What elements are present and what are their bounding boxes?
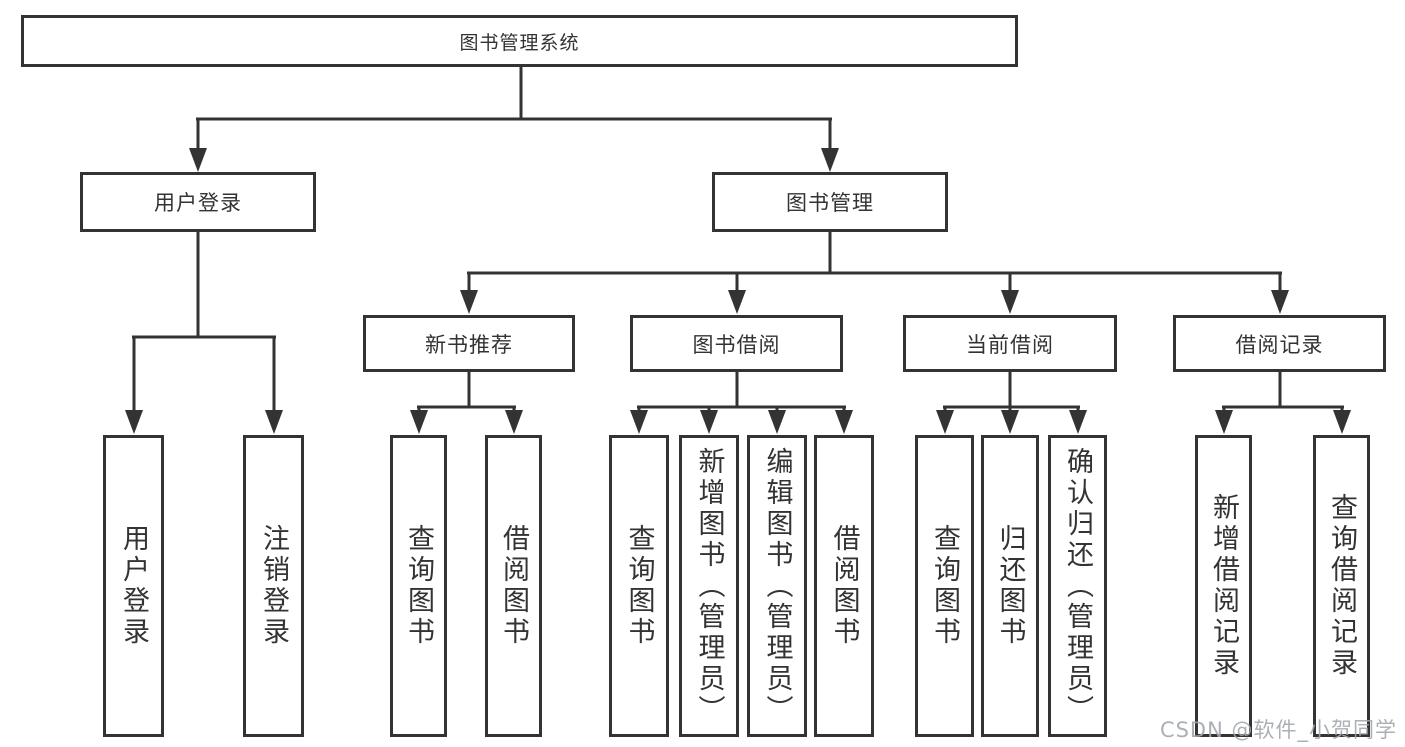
node-user-login-label: 用户登录 [154,191,242,215]
node-borrowing-records: 借阅记录 [1173,315,1386,372]
leaf-logout: 注销登录 [243,435,304,737]
node-book-borrowing-label: 图书借阅 [692,332,781,357]
node-book-management: 图书管理 [712,172,948,232]
leaf-bb-query-books-label: 查询图书 [623,524,655,648]
leaf-bb-add-books-admin-label: 新增图书（管理员） [693,446,725,726]
node-new-book-recommendation: 新书推荐 [363,315,575,372]
node-borrowing-records-label: 借阅记录 [1235,332,1324,357]
node-current-borrowing-label: 当前借阅 [966,332,1054,357]
leaf-br-add-record: 新增借阅记录 [1195,435,1252,737]
node-book-management-label: 图书管理 [786,191,874,215]
leaf-cb-confirm-return-admin: 确认归还（管理员） [1048,435,1107,737]
leaf-br-add-record-label: 新增借阅记录 [1208,493,1239,679]
csdn-watermark: CSDN @软件_小贺同学 [1159,718,1397,742]
leaf-cb-return-books: 归还图书 [981,435,1039,737]
node-root: 图书管理系统 [21,15,1018,67]
leaf-bb-edit-books-admin: 编辑图书（管理员） [747,435,807,737]
leaf-bb-add-books-admin: 新增图书（管理员） [679,435,739,737]
leaf-cb-confirm-return-admin-label: 确认归还（管理员） [1062,446,1093,726]
leaf-bb-edit-books-admin-label: 编辑图书（管理员） [761,446,793,726]
node-root-label: 图书管理系统 [459,31,580,54]
leaf-cb-return-books-label: 归还图书 [994,524,1026,648]
leaf-logout-label: 注销登录 [258,524,289,648]
leaf-rec-borrow-books: 借阅图书 [485,435,542,737]
node-book-borrowing: 图书借阅 [630,315,843,372]
node-current-borrowing: 当前借阅 [903,315,1117,372]
node-new-book-recommendation-label: 新书推荐 [425,332,513,357]
leaf-rec-borrow-books-label: 借阅图书 [498,524,529,648]
leaf-rec-query-books-label: 查询图书 [403,524,434,648]
leaf-rec-query-books: 查询图书 [390,435,447,737]
node-user-login: 用户登录 [80,172,316,232]
leaf-user-login-label: 用户登录 [118,524,149,648]
leaf-cb-query-books: 查询图书 [915,435,974,737]
leaf-bb-borrow-books: 借阅图书 [814,435,874,737]
leaf-bb-borrow-books-label: 借阅图书 [828,524,860,648]
leaf-user-login: 用户登录 [103,435,164,737]
leaf-bb-query-books: 查询图书 [609,435,669,737]
leaf-br-query-record: 查询借阅记录 [1313,435,1370,737]
leaf-cb-query-books-label: 查询图书 [929,524,960,648]
leaf-br-query-record-label: 查询借阅记录 [1326,493,1357,679]
